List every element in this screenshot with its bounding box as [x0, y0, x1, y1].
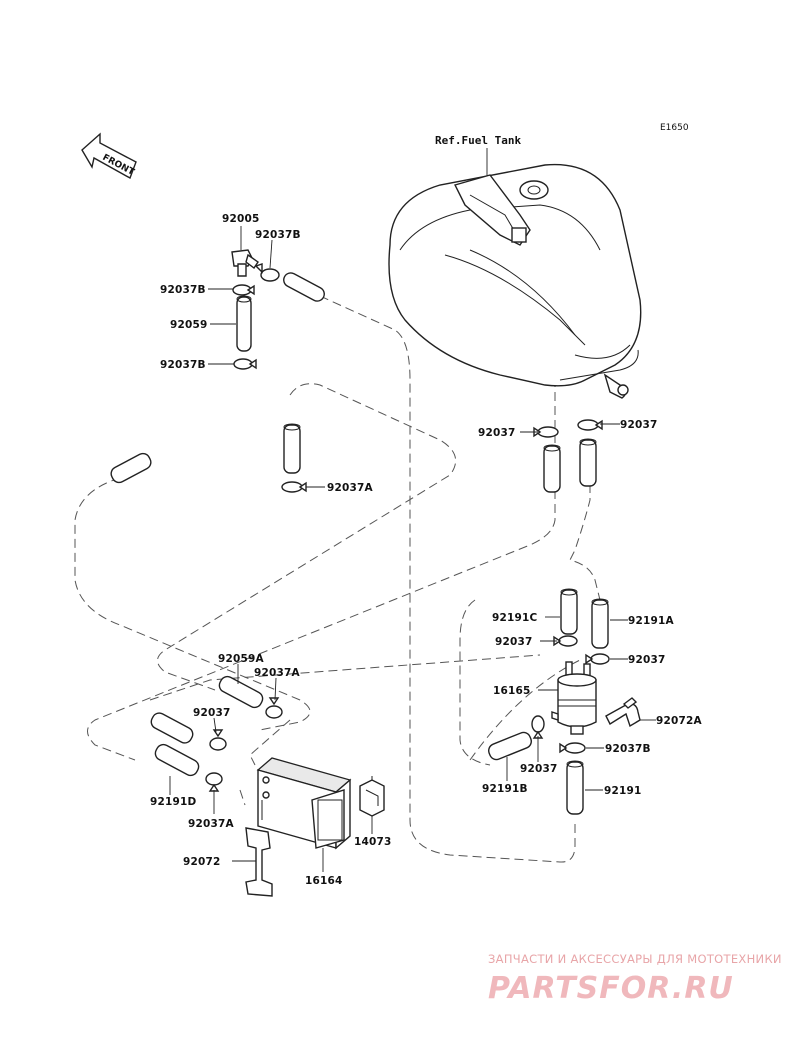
- strap-92072: [245, 827, 273, 897]
- label-92037-tank-right: 92037: [620, 419, 658, 431]
- hose-92059: [236, 295, 252, 352]
- ref-fuel-tank-label: Ref.Fuel Tank: [435, 134, 521, 147]
- label-92037b-left: 92037B: [160, 284, 206, 296]
- bracket-92072a: [605, 697, 641, 728]
- label-92005: 92005: [222, 213, 260, 225]
- label-92037-filter-left: 92037: [495, 636, 533, 648]
- front-arrow-icon: FRONT: [81, 132, 137, 180]
- hose-tank-left: [543, 444, 561, 493]
- label-92191d: 92191D: [150, 796, 197, 808]
- label-92037-under: 92037: [520, 763, 558, 775]
- clamp-92037-tank-right: [577, 419, 603, 431]
- label-92037-filter-right: 92037: [628, 654, 666, 666]
- leader-92037b-top: [269, 239, 273, 269]
- hose-piece-top: [283, 272, 325, 302]
- hose-92191: [566, 760, 584, 815]
- leader-92037-canister: [213, 717, 217, 733]
- clamp-92037b-low: [233, 358, 257, 370]
- hose-piece-canister: [150, 712, 194, 744]
- bracket-14073: [359, 776, 385, 817]
- fuel-tank: [388, 163, 642, 399]
- clamp-92037b-top: [254, 263, 280, 282]
- clamp-92037a-mid: [281, 481, 307, 493]
- label-92191a: 92191A: [628, 615, 675, 627]
- label-92037b-low: 92037B: [160, 359, 206, 371]
- valve-92005: [231, 249, 259, 277]
- label-92191b: 92191B: [482, 783, 528, 795]
- canister-16164: [256, 757, 352, 850]
- hose-92191a: [591, 598, 609, 649]
- hose-tank-right: [579, 438, 597, 487]
- label-14073: 14073: [354, 836, 392, 848]
- label-92037b-filter: 92037B: [605, 743, 651, 755]
- fuel-filter-16165: [551, 661, 597, 735]
- hose-piece-left: [110, 452, 152, 484]
- label-92191c: 92191C: [492, 612, 538, 624]
- clamp-92037a-canister: [265, 697, 283, 719]
- clamp-92037b-left: [232, 284, 255, 296]
- watermark-tagline: ЗАПЧАСТИ И АКСЕССУАРЫ ДЛЯ МОТОТЕХНИКИ: [488, 952, 782, 966]
- diagram-code: E1650: [660, 123, 689, 133]
- label-92059a: 92059A: [218, 653, 265, 665]
- clamp-92037-under: [531, 715, 545, 739]
- label-92037a-canister: 92037A: [254, 667, 301, 679]
- clamp-92037a-low: [205, 772, 223, 792]
- label-92037a-low: 92037A: [188, 818, 235, 830]
- label-92037-tank-left: 92037: [478, 427, 516, 439]
- hose-92191c: [560, 588, 578, 635]
- clamp-92037-canister: [209, 729, 227, 751]
- hose-92191d: [154, 743, 200, 777]
- hose-piece-mid: [283, 423, 301, 474]
- leader-92037a-canister: [274, 677, 277, 701]
- label-16165: 16165: [493, 685, 531, 697]
- hose-92059a: [218, 675, 264, 709]
- label-92191: 92191: [604, 785, 642, 797]
- clamp-92037-filter-left: [553, 635, 578, 647]
- label-92072: 92072: [183, 856, 221, 868]
- label-92059: 92059: [170, 319, 208, 331]
- label-92037b-top: 92037B: [255, 229, 301, 241]
- label-16164: 16164: [305, 875, 343, 887]
- label-92072a: 92072A: [656, 715, 703, 727]
- clamp-92037b-filter: [559, 742, 586, 754]
- watermark-brand: PARTSFOR.RU: [488, 971, 734, 1006]
- hose-92191b: [488, 731, 532, 761]
- label-92037a-mid: 92037A: [327, 482, 374, 494]
- clamp-92037-filter-right: [585, 653, 610, 665]
- label-92037-canister: 92037: [193, 707, 231, 719]
